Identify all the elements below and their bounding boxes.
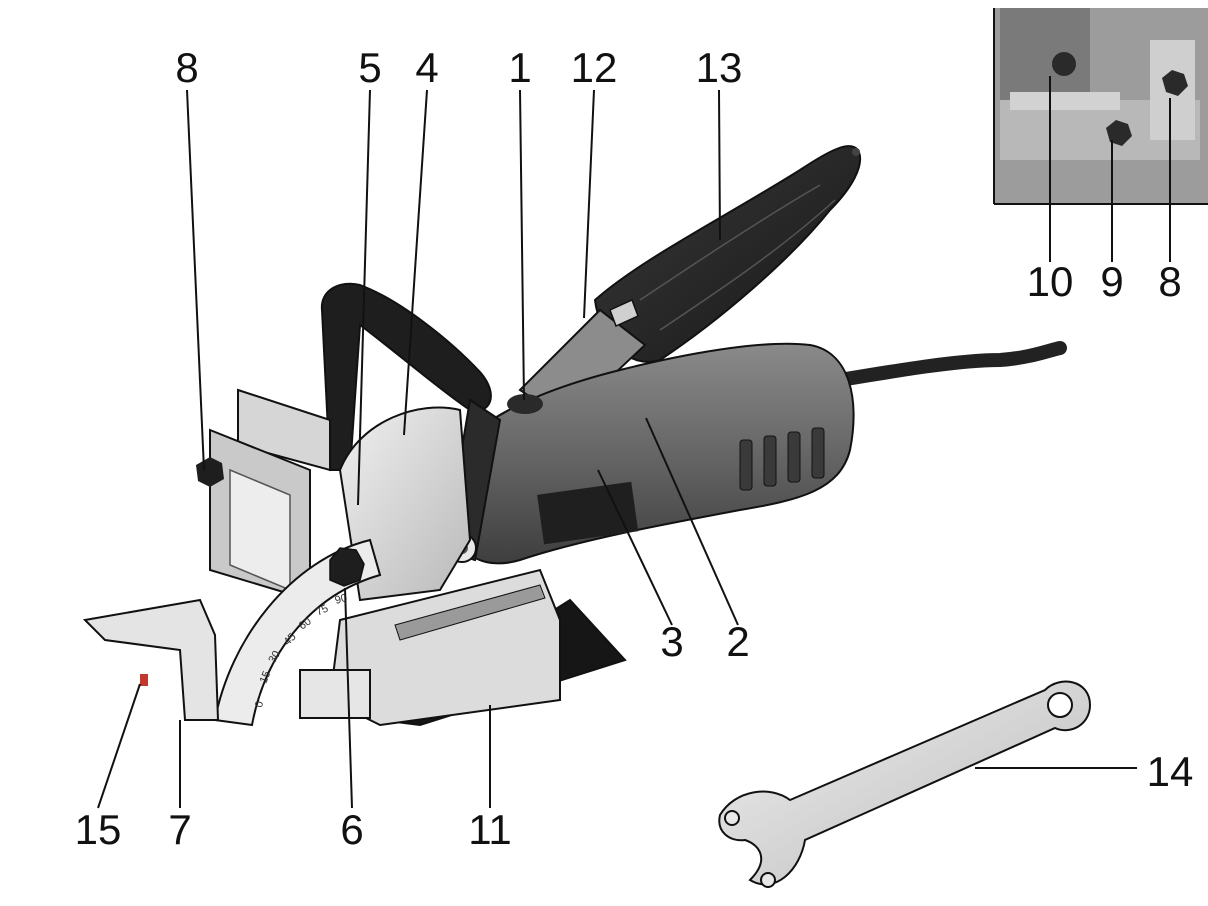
inset-knob-icon xyxy=(1052,52,1076,76)
leader-15 xyxy=(97,683,141,809)
callout-labels: 8 5 4 1 12 13 10 9 8 3 2 14 15 7 6 11 xyxy=(75,44,1194,853)
callout-1: 1 xyxy=(508,44,531,91)
leader-4 xyxy=(403,89,428,436)
scale-mark-0: 0 xyxy=(253,700,266,708)
scale-mark-15: 15 xyxy=(258,669,274,685)
callout-10: 10 xyxy=(1027,258,1074,305)
callout-12: 12 xyxy=(571,44,618,91)
rating-label xyxy=(537,481,639,545)
callout-13: 13 xyxy=(696,44,743,91)
leader-12 xyxy=(583,89,595,319)
dust-bag xyxy=(593,145,861,363)
callout-6: 6 xyxy=(340,806,363,853)
angle-locking-knob-icon xyxy=(329,547,365,587)
callout-7: 7 xyxy=(168,806,191,853)
inset-rod xyxy=(1010,92,1120,110)
motor-housing xyxy=(438,342,855,565)
on-off-switch-icon xyxy=(507,394,543,414)
callout-8-inset: 8 xyxy=(1158,258,1181,305)
angle-scale: 0 15 30 45 60 75 90 xyxy=(213,538,382,727)
wrench-hole-icon xyxy=(1047,692,1073,718)
wrench xyxy=(718,680,1092,888)
leader-8 xyxy=(186,89,205,471)
scale-mark-75: 75 xyxy=(314,603,330,619)
callout-15: 15 xyxy=(75,806,122,853)
leader-5 xyxy=(357,89,371,506)
callout-14: 14 xyxy=(1147,748,1194,795)
support-frame xyxy=(82,598,220,721)
leader-13 xyxy=(718,89,721,241)
power-cable xyxy=(833,341,1067,387)
callout-9: 9 xyxy=(1100,258,1123,305)
inset-detail xyxy=(993,8,1208,262)
leader-2 xyxy=(645,417,739,626)
scale-mark-30: 30 xyxy=(266,649,283,666)
leader-3 xyxy=(597,469,673,626)
leader-1 xyxy=(519,89,525,401)
callout-5: 5 xyxy=(358,44,381,91)
inset-height-knob-icon xyxy=(1106,120,1132,146)
inset-locking-knob-icon xyxy=(1162,70,1188,96)
scale-mark-60: 60 xyxy=(297,616,314,633)
leader-lines xyxy=(97,89,1137,809)
callout-11: 11 xyxy=(468,806,512,853)
callout-3: 3 xyxy=(660,618,683,665)
base xyxy=(82,568,627,727)
marker-red xyxy=(140,674,148,686)
callout-2: 2 xyxy=(726,618,749,665)
callout-8-main: 8 xyxy=(175,44,198,91)
fence-assembly xyxy=(196,388,331,602)
callout-4: 4 xyxy=(415,44,438,91)
leader-6 xyxy=(344,587,353,809)
